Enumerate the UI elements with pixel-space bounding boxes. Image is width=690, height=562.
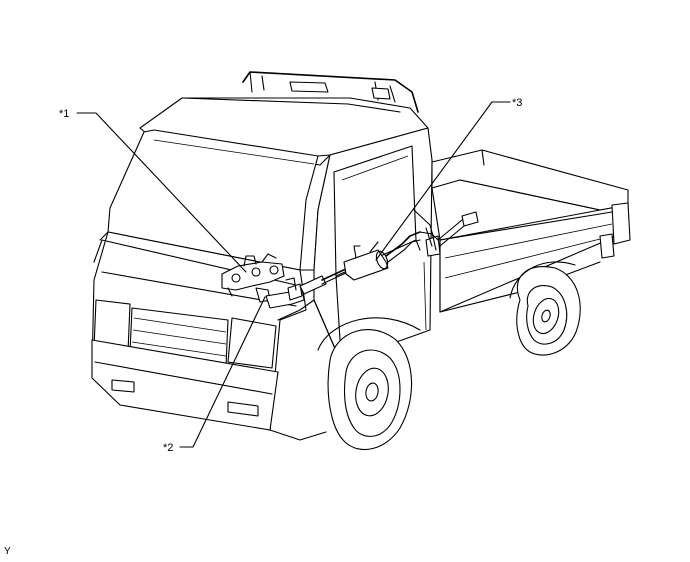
muffler	[343, 241, 389, 281]
tail-pipe	[385, 211, 479, 263]
callout-leader-2	[179, 296, 266, 448]
front-pipe	[255, 275, 327, 309]
callout-2: *2	[163, 296, 266, 454]
callout-1: *1	[59, 108, 247, 273]
callout-label-1: *1	[59, 108, 69, 120]
callout-label-3: *3	[512, 97, 522, 109]
exhaust-system	[221, 211, 479, 309]
callout-3: *3	[375, 97, 522, 261]
front-wheel	[317, 317, 421, 451]
figure-code: Y	[4, 546, 11, 557]
callout-label-2: *2	[163, 442, 173, 454]
exhaust-manifold	[221, 253, 285, 297]
callout-leader-1	[76, 112, 247, 273]
rear-wheel	[509, 261, 581, 356]
callout-leader-3	[375, 101, 511, 261]
truck-bed	[431, 149, 631, 313]
